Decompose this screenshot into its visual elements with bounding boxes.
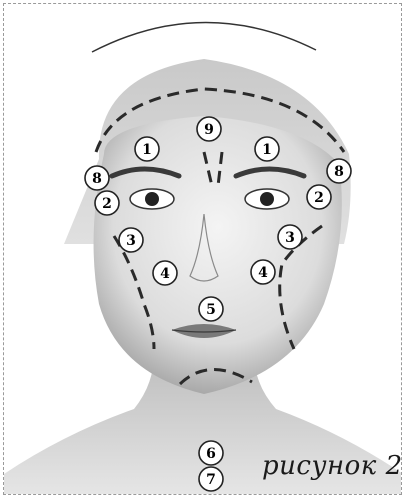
marker-3-left: 3 — [126, 233, 136, 249]
marker-3-right: 3 — [285, 230, 295, 246]
marker-8-left: 8 — [92, 171, 102, 187]
figure-frame: 1 1 9 8 8 2 2 3 3 4 4 5 6 — [3, 3, 402, 495]
figure-caption: рисунок 2 — [262, 451, 402, 481]
face-illustration: 1 1 9 8 8 2 2 3 3 4 4 5 6 — [4, 4, 402, 495]
marker-4-right: 4 — [258, 265, 268, 281]
marker-6: 6 — [206, 446, 216, 462]
marker-4-left: 4 — [160, 266, 170, 282]
marker-2-right: 2 — [314, 190, 324, 206]
right-iris — [260, 192, 274, 206]
marker-8-right: 8 — [334, 164, 344, 180]
marker-1-left: 1 — [142, 142, 152, 158]
marker-9: 9 — [204, 122, 214, 138]
cap-outline-arc — [92, 22, 316, 52]
marker-2-left: 2 — [102, 196, 112, 212]
face-shape — [94, 116, 342, 394]
marker-5: 5 — [206, 302, 216, 318]
left-iris — [145, 192, 159, 206]
marker-1-right: 1 — [262, 142, 272, 158]
marker-7: 7 — [206, 472, 216, 488]
